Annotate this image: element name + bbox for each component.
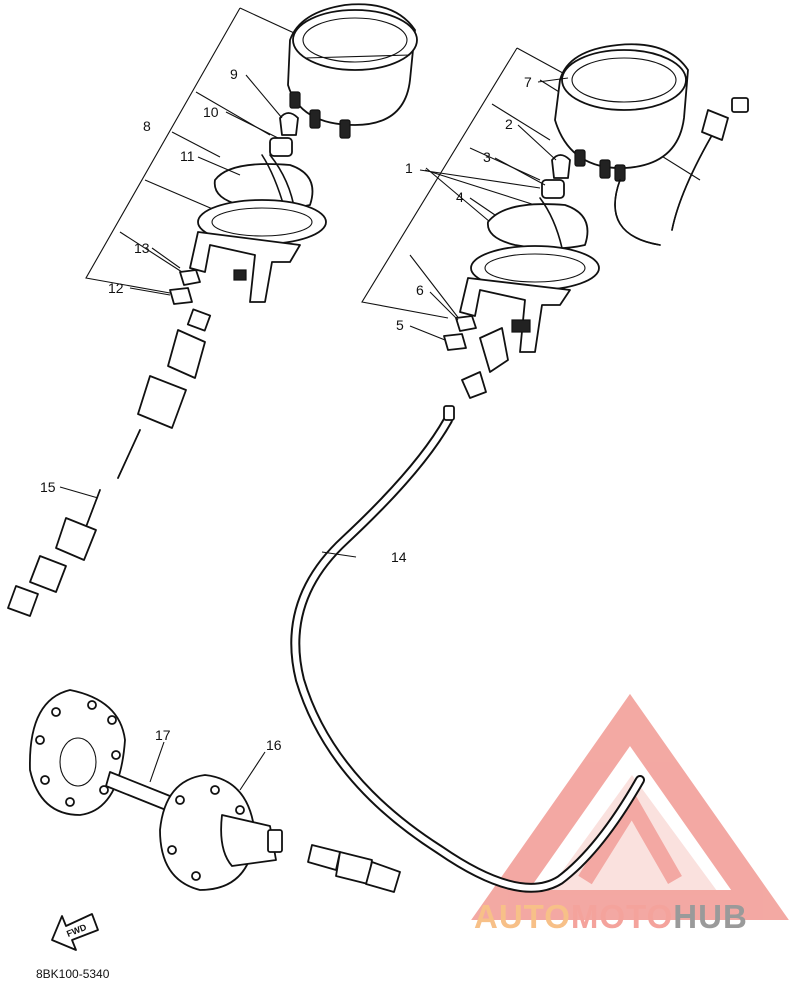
- callout-leaders: [59, 74, 569, 791]
- left-drive-cable: [7, 308, 212, 617]
- callout-8: 8: [143, 118, 151, 134]
- hub-drive-assembly: [29, 689, 283, 891]
- callout-2: 2: [505, 116, 513, 132]
- callout-9: 9: [230, 66, 238, 82]
- callout-3: 3: [483, 149, 491, 165]
- watermark-text: AUTOMOTOHUB: [474, 898, 748, 935]
- watermark-logo: [471, 693, 789, 920]
- callout-10: 10: [203, 104, 219, 120]
- watermark-hub: HUB: [673, 898, 748, 935]
- callout-11: 11: [180, 148, 195, 164]
- diagram-code: 8BK100-5340: [36, 967, 110, 981]
- callout-13: 13: [134, 240, 150, 256]
- main-cable: [290, 405, 645, 893]
- left-meter-assembly: [85, 3, 418, 305]
- callout-labels: 1 2 3 4 5 6 7 8 9 10 11 12 13 14 15 16 1…: [40, 66, 532, 753]
- callout-4: 4: [456, 189, 464, 205]
- callout-17: 17: [155, 727, 171, 743]
- callout-14: 14: [391, 549, 407, 565]
- fwd-arrow: FWD: [51, 913, 99, 951]
- callout-7: 7: [524, 74, 532, 90]
- callout-5: 5: [396, 317, 404, 333]
- callout-15: 15: [40, 479, 56, 495]
- watermark-auto: AUTO: [474, 898, 571, 935]
- callout-16: 16: [266, 737, 282, 753]
- callout-12: 12: [108, 280, 124, 296]
- watermark-moto: MOTO: [571, 898, 673, 935]
- right-meter-assembly: [361, 43, 749, 399]
- callout-6: 6: [416, 282, 424, 298]
- callout-1: 1: [405, 160, 413, 176]
